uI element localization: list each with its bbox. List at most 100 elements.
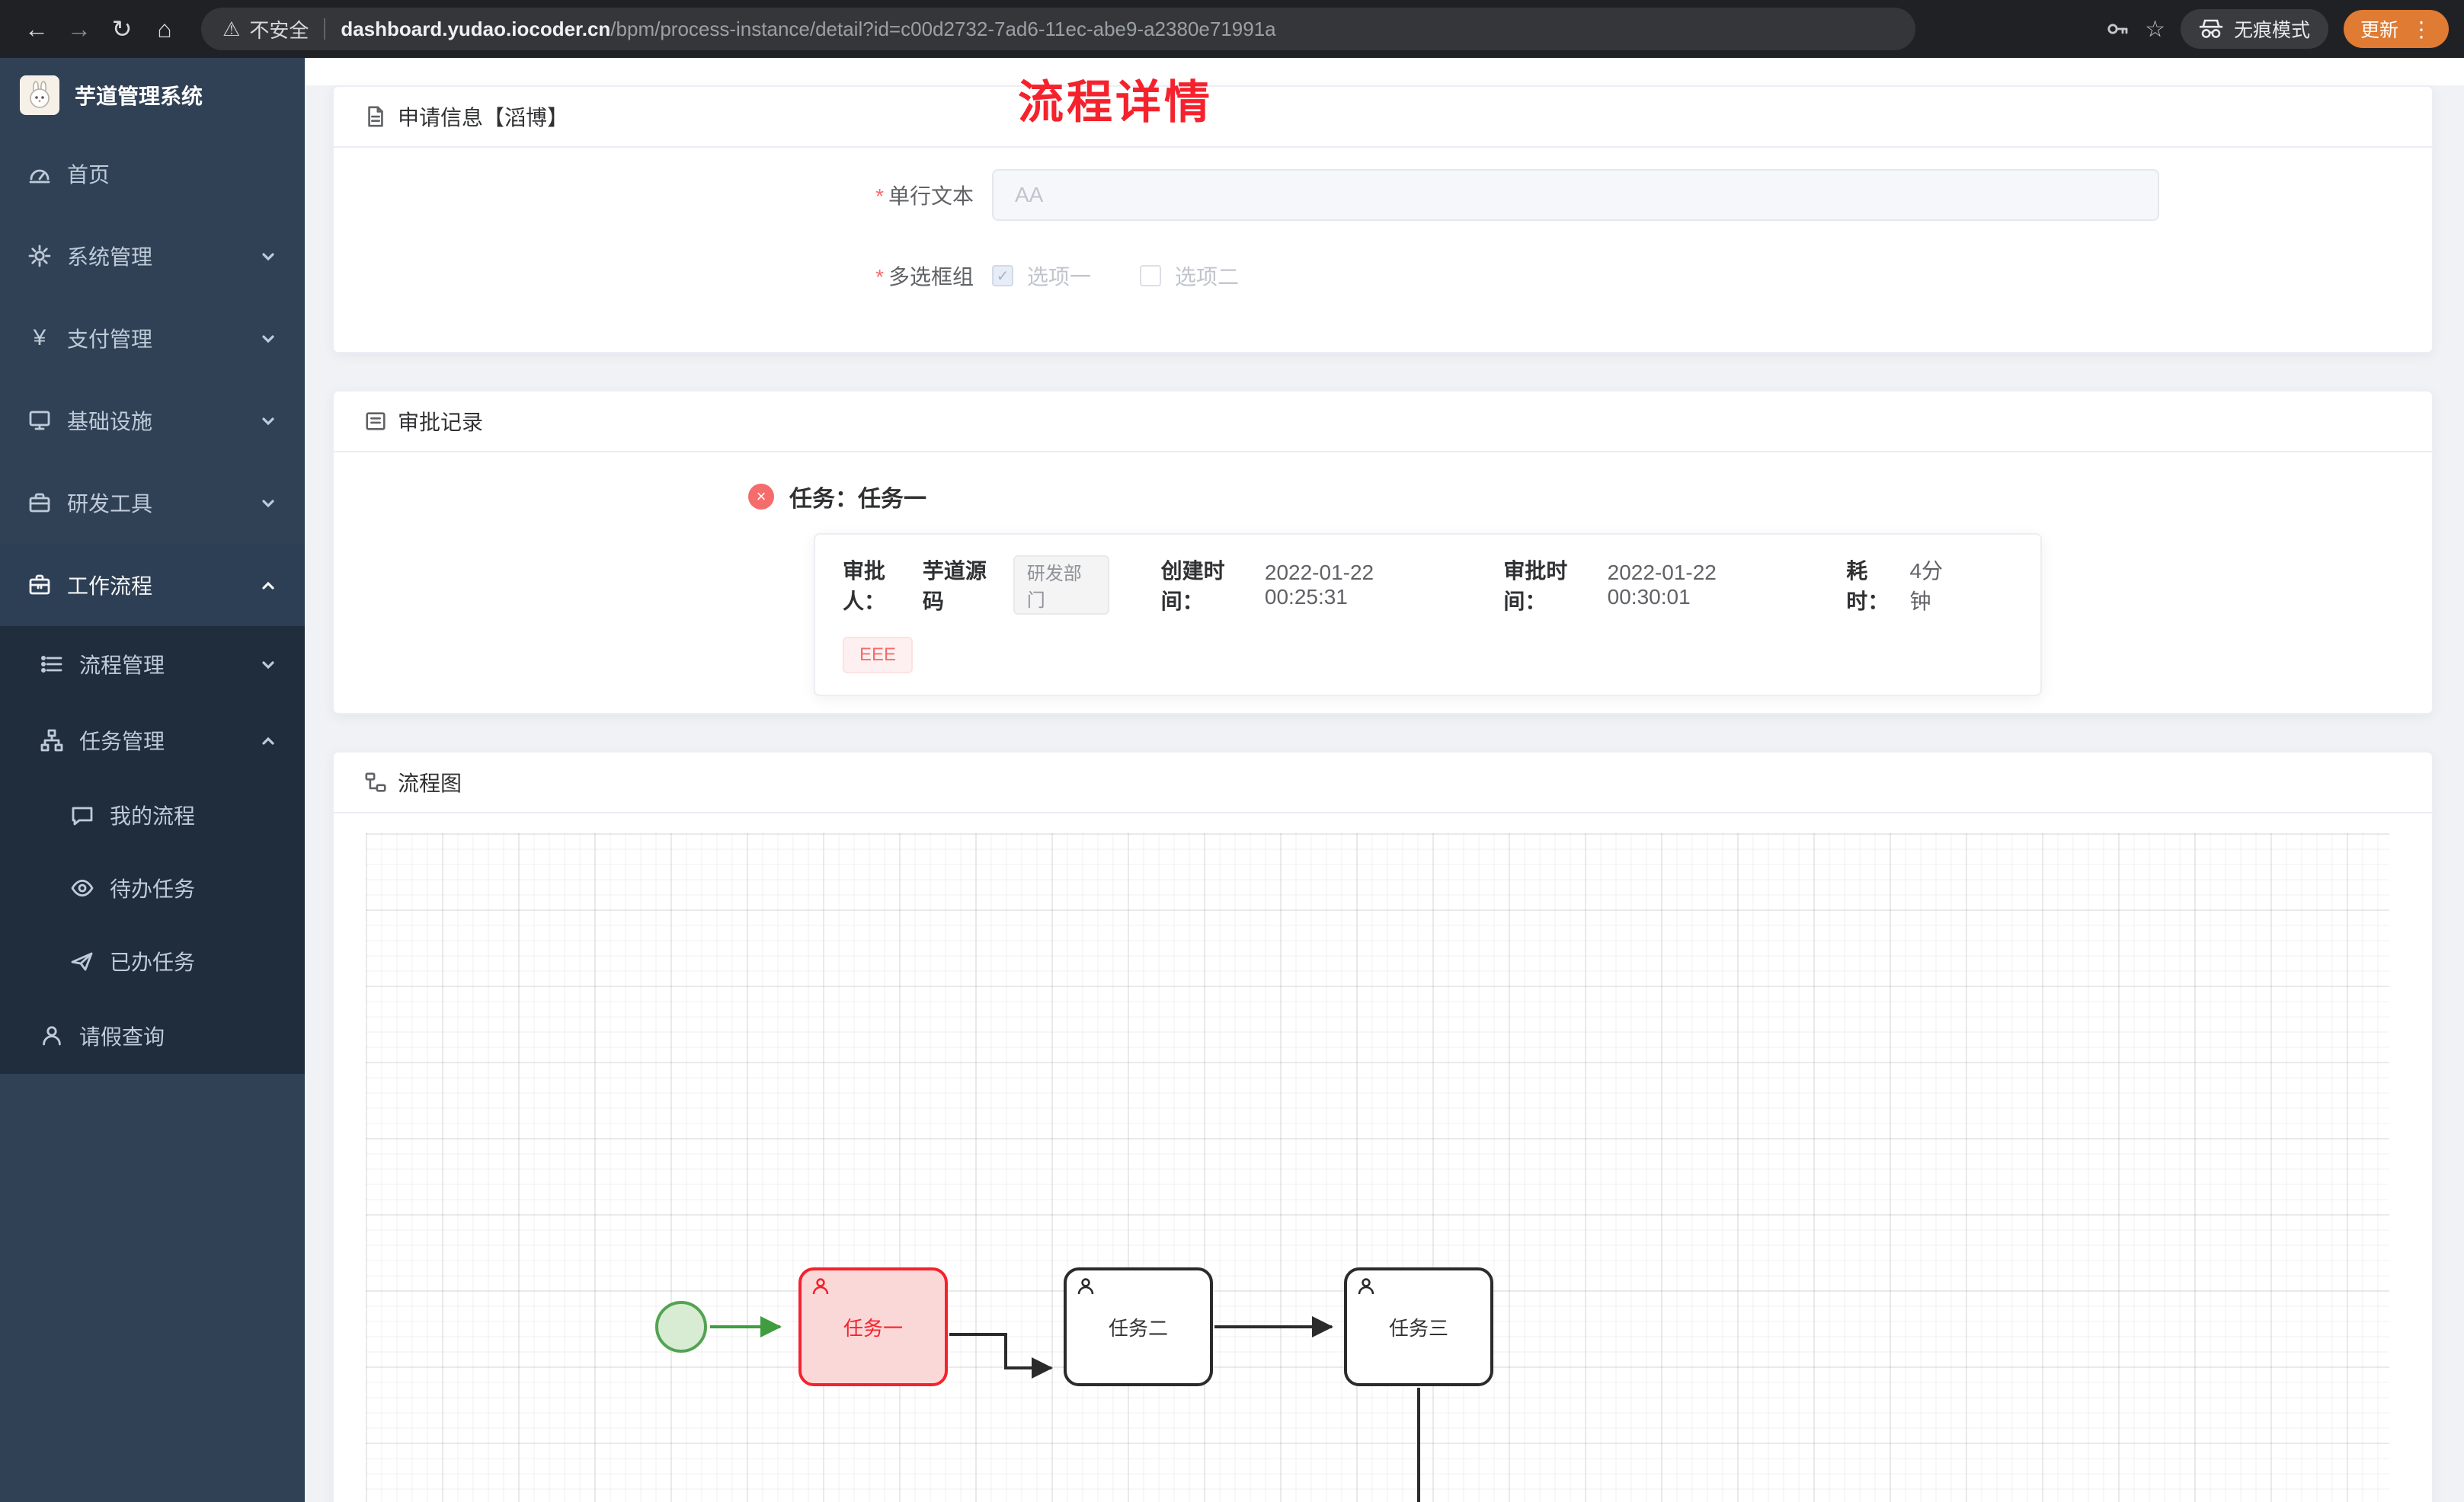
security-label: 不安全 (249, 18, 309, 42)
sidebar-item-label: 已办任务 (110, 951, 196, 974)
address-bar[interactable]: ⚠ 不安全 dashboard.yudao.iocoder.cn/bpm/pro… (201, 8, 1915, 50)
bpmn-task-label: 任务一 (843, 1316, 903, 1340)
approval-records-card-header: 审批记录 (334, 391, 2432, 452)
bpmn-task-label: 任务二 (1108, 1316, 1168, 1340)
sidebar-item-label: 基础设施 (67, 410, 153, 433)
checkbox-option-2[interactable]: 选项二 (1140, 260, 1239, 291)
sidebar-item-leave-query[interactable]: 请假查询 (0, 998, 305, 1074)
app-logo-row[interactable]: 芋道管理系统 (0, 58, 305, 133)
approval-detail-card: 审批人： 芋道源码 研发部门 创建时间： 2022-01-22 00:25:31… (814, 533, 2042, 696)
user-task-icon (1356, 1277, 1376, 1296)
sidebar-item-process-management[interactable]: 流程管理 (0, 626, 305, 702)
chat-bubble-icon (70, 803, 94, 827)
briefcase-icon (27, 573, 52, 597)
process-diagram-card: 流程图 (332, 751, 2434, 1502)
browser-menu-kebab-icon[interactable]: ⋮ (2411, 17, 2432, 41)
sidebar-item-done-tasks[interactable]: 已办任务 (0, 925, 305, 998)
sidebar-item-task-management[interactable]: 任务管理 (0, 702, 305, 778)
sidebar-item-label: 系统管理 (67, 245, 153, 269)
org-tree-icon (40, 728, 64, 753)
sidebar-item-home[interactable]: 首页 (0, 133, 305, 215)
checkbox-group-label: *多选框组 (875, 265, 974, 289)
created-time-group: 创建时间： 2022-01-22 00:25:31 (1161, 554, 1452, 615)
apply-info-card-title: 申请信息【滔博】 (398, 106, 569, 129)
approver-group: 审批人： 芋道源码 研发部门 (843, 554, 1109, 615)
document-icon (368, 106, 383, 127)
approval-task-row: × 任务：任务一 (748, 480, 2402, 513)
created-time-label: 创建时间： (1160, 559, 1225, 613)
sidebar-item-my-processes[interactable]: 我的流程 (0, 778, 305, 852)
bpmn-canvas[interactable]: 任务一 任务二 任务三 (366, 833, 2389, 1502)
chevron-down-icon (259, 411, 277, 430)
chevron-down-icon (259, 329, 277, 347)
required-mark: * (875, 265, 884, 289)
password-key-icon[interactable] (2105, 17, 2130, 41)
paper-plane-icon (70, 949, 94, 973)
sidebar-item-system-management[interactable]: 系统管理 (0, 215, 305, 297)
update-label: 更新 (2360, 20, 2398, 41)
home-icon[interactable]: ⌂ (157, 14, 172, 43)
chevron-down-icon (259, 494, 277, 512)
form-row-checkbox-group: *多选框组 ✓ 选项一 选项二 (364, 260, 2402, 291)
app-logo-rabbit-icon (20, 75, 59, 115)
bpmn-task-2[interactable]: 任务二 (1064, 1267, 1213, 1386)
browser-update-button[interactable]: 更新 ⋮ (2343, 10, 2449, 48)
apply-info-card-header: 申请信息【滔博】 (334, 87, 2432, 148)
sidebar-item-infrastructure[interactable]: 基础设施 (0, 379, 305, 462)
sidebar-item-dev-tools[interactable]: 研发工具 (0, 462, 305, 544)
apply-info-card: 申请信息【滔博】 *单行文本 *多选框组 ✓ 选项一 (332, 85, 2434, 353)
main-content: 流程详情 申请信息【滔博】 *单行文本 *多选框组 ✓ 选项一 (305, 58, 2464, 1502)
forward-icon[interactable]: → (67, 14, 91, 43)
url-host: dashboard.yudao.iocoder.cn (341, 17, 611, 40)
user-task-icon (811, 1277, 830, 1296)
eye-icon (70, 876, 94, 900)
checkbox-option-label: 选项二 (1175, 265, 1240, 289)
reload-icon[interactable]: ↻ (111, 15, 133, 43)
checkbox-checked-icon[interactable]: ✓ (992, 265, 1013, 286)
back-icon[interactable]: ← (24, 14, 49, 43)
approved-time-value: 2022-01-22 00:30:01 (1607, 561, 1717, 609)
monitor-icon (27, 408, 52, 433)
security-warning-icon[interactable]: ⚠ (222, 17, 241, 40)
sidebar-item-label: 任务管理 (79, 730, 165, 753)
sidebar-item-workflow[interactable]: 工作流程 (0, 544, 305, 626)
gear-icon (27, 244, 52, 268)
bpmn-task-1[interactable]: 任务一 (798, 1267, 948, 1386)
sidebar-item-label: 待办任务 (110, 877, 196, 901)
incognito-label: 无痕模式 (2233, 20, 2310, 41)
list-icon (40, 652, 64, 676)
bpmn-task-label: 任务三 (1388, 1316, 1448, 1340)
sidebar-item-todo-tasks[interactable]: 待办任务 (0, 852, 305, 925)
checkbox-option-1[interactable]: ✓ 选项一 (992, 260, 1091, 291)
chevron-up-icon (259, 731, 277, 749)
approval-records-card: 审批记录 × 任务：任务一 审批人： 芋道源码 研发部门 创建时间 (332, 390, 2434, 714)
sidebar-item-label: 支付管理 (67, 328, 153, 351)
bpmn-task-3[interactable]: 任务三 (1344, 1267, 1493, 1386)
chevron-up-icon (259, 576, 277, 594)
flow-connectors (710, 1316, 1420, 1502)
text-field-label: *单行文本 (875, 184, 974, 208)
approval-task-title: 任务：任务一 (789, 487, 926, 512)
bpmn-start-event[interactable] (655, 1301, 707, 1353)
page-title: 流程详情 (1018, 77, 1213, 128)
approver-label: 审批人： (843, 559, 886, 613)
approval-body: × 任务：任务一 审批人： 芋道源码 研发部门 创建时间： 2022-01-22… (334, 452, 2432, 713)
dashboard-icon (27, 161, 52, 186)
url-path: /bpm/process-instance/detail?id=c00d2732… (610, 17, 1276, 40)
approval-comment-row: EEE (843, 637, 2013, 673)
approval-records-card-title: 审批记录 (398, 411, 484, 434)
omnibox-divider (324, 18, 326, 40)
toolbar-right-cluster: ☆ 无痕模式 更新 ⋮ (2105, 9, 2449, 49)
process-diagram-card-header: 流程图 (334, 753, 2432, 813)
required-mark: * (875, 184, 884, 208)
apply-form: *单行文本 *多选框组 ✓ 选项一 选项二 (334, 148, 2432, 291)
incognito-badge: 无痕模式 (2180, 9, 2328, 49)
user-task-icon (1076, 1277, 1096, 1296)
sidebar-item-label: 首页 (67, 163, 110, 187)
single-line-text-input[interactable] (992, 169, 2159, 221)
sidebar-item-payment-management[interactable]: ¥ 支付管理 (0, 297, 305, 379)
checkbox-unchecked-icon[interactable] (1140, 265, 1162, 286)
browser-toolbar: ← → ↻ ⌂ ⚠ 不安全 dashboard.yudao.iocoder.cn… (0, 0, 2464, 58)
created-time-value: 2022-01-22 00:25:31 (1264, 561, 1374, 609)
bookmark-star-icon[interactable]: ☆ (2145, 16, 2165, 42)
